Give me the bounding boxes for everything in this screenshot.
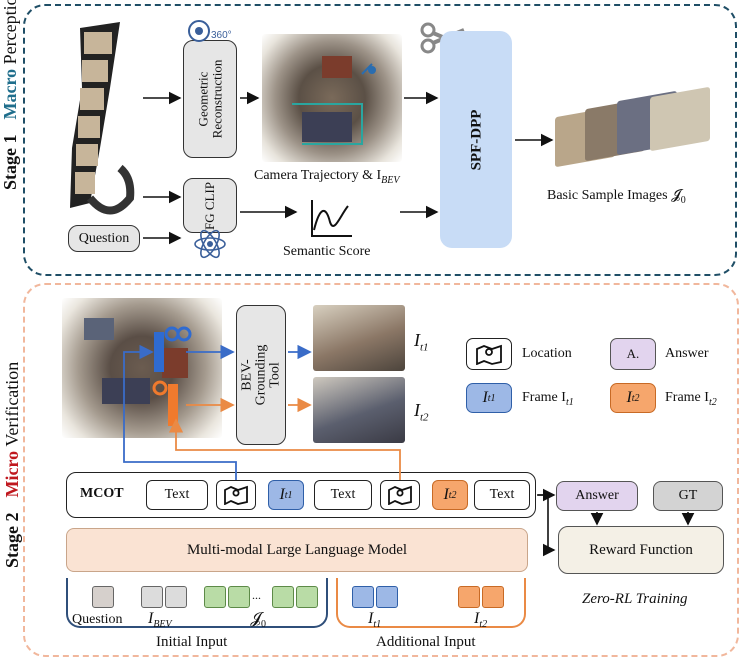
question-token (92, 586, 114, 608)
360-icon: 360° (188, 20, 231, 42)
question-input-label: Question (72, 612, 123, 627)
additional-input-label: Additional Input (376, 634, 476, 650)
geometric-reconstruction-box: Geometric Reconstruction (183, 40, 237, 158)
frame-label-t2: It2 (414, 400, 429, 424)
legend-answer-label: Answer (665, 346, 709, 361)
legend-location-icon-box (466, 338, 512, 370)
mcot-location-token-1 (216, 480, 256, 510)
question-box-stage1: Question (68, 225, 140, 252)
bev-grounding-tool-box: BEV-Grounding Tool (236, 305, 286, 445)
map-pin-icon (224, 485, 248, 505)
gt-box: GT (653, 481, 723, 511)
it1-token (352, 586, 374, 608)
semantic-score-chart-icon (311, 200, 352, 237)
i-bev-input-label: IBEV (148, 610, 172, 631)
mcot-container (66, 472, 536, 518)
stage2-panel (23, 283, 739, 657)
frame-label-t1: It1 (414, 330, 429, 354)
frame-image-t1 (313, 305, 405, 371)
bev-token (141, 586, 163, 608)
j0-token (228, 586, 250, 608)
it1-token (376, 586, 398, 608)
atom-icon (194, 229, 226, 259)
zero-rl-training-label: Zero-RL Training (582, 591, 688, 607)
answer-box: Answer (556, 481, 638, 511)
frame-image-t2 (313, 377, 405, 443)
question-label: Question (78, 230, 130, 246)
it1-input-label: It1 (368, 610, 382, 631)
j0-token (204, 586, 226, 608)
j0-ellipsis: ... (252, 588, 261, 602)
j0-token (296, 586, 318, 608)
basic-sample-images-label: Basic Sample Images 𝓙0 (547, 188, 686, 206)
it2-token (482, 586, 504, 608)
spf-dpp-box: SPF-DPP (440, 31, 512, 248)
fg-clip-box: FG CLIP (183, 178, 237, 233)
semantic-score-label: Semantic Score (283, 244, 371, 259)
film-strip-icon (70, 22, 135, 215)
stage2-arrows (123, 344, 695, 557)
map-pin-icon (388, 485, 412, 505)
mcot-text-1: Text (146, 480, 208, 510)
it2-input-label: It2 (474, 610, 488, 631)
blue-camera-marker (154, 332, 164, 372)
legend-answer-icon: A. (610, 338, 656, 370)
view-markers (152, 326, 192, 426)
bev-token (165, 586, 187, 608)
svg-text:360°: 360° (211, 30, 231, 41)
map-pin-icon (476, 344, 502, 365)
initial-input-bracket (66, 578, 328, 628)
mcot-label: MCOT (80, 486, 124, 501)
additional-input-bracket (336, 578, 526, 628)
legend-frame-t2-label: Frame It2 (665, 390, 717, 408)
j0-input-label: 𝓙0 (250, 610, 267, 631)
bev-map-stage1 (262, 34, 402, 162)
it2-token (458, 586, 480, 608)
mcot-text-3: Text (474, 480, 530, 510)
stage1-panel (23, 4, 737, 276)
mcot-text-2: Text (314, 480, 372, 510)
legend-frame-t1-label: Frame It1 (522, 390, 574, 408)
orange-camera-marker (168, 384, 178, 426)
camera-trajectory-label: Camera Trajectory & IBEV (254, 168, 400, 186)
mllm-box: Multi-modal Large Language Model (66, 528, 528, 572)
legend-location-label: Location (522, 346, 572, 361)
stage1-arrows (143, 91, 554, 245)
mcot-location-token-2 (380, 480, 420, 510)
reward-function-box: Reward Function (558, 526, 724, 574)
bev-map-stage2 (62, 298, 222, 438)
initial-input-label: Initial Input (156, 634, 228, 650)
j0-token (272, 586, 294, 608)
